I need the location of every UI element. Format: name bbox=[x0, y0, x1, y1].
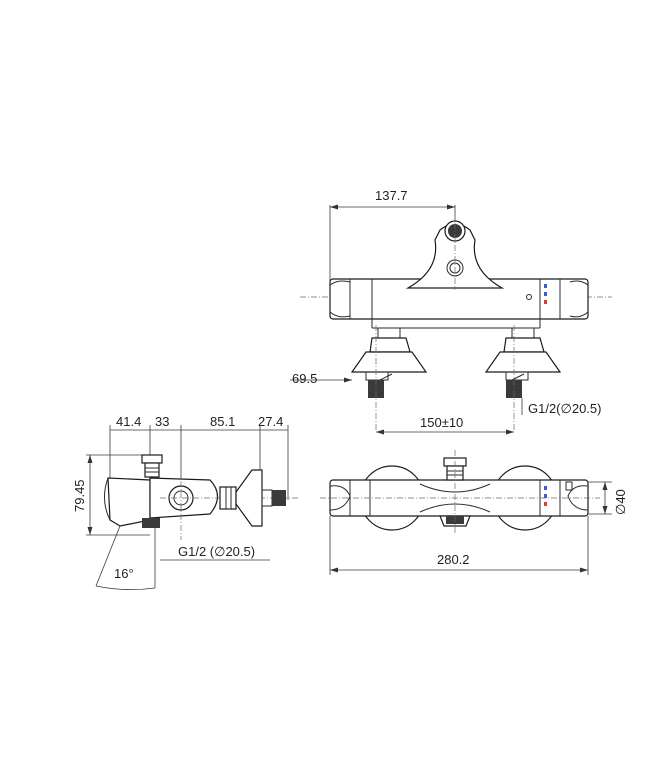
side-wall-thread bbox=[272, 490, 286, 506]
dim-side-27-4: 27.4 bbox=[258, 414, 283, 429]
dim-side-thread: G1/2 (∅20.5) bbox=[178, 544, 255, 559]
dim-front-diameter: ∅40 bbox=[613, 489, 628, 515]
dim-front-length: 280.2 bbox=[437, 552, 470, 567]
side-view: 41.4 33 85.1 27.4 79.45 bbox=[72, 414, 300, 590]
hot-mark bbox=[544, 300, 547, 304]
dim-side-85-1: 85.1 bbox=[210, 414, 235, 429]
dim-side-angle: 16° bbox=[114, 566, 134, 581]
dim-foot-diameter: 69.5 bbox=[292, 371, 317, 386]
dim-top-width: 137.7 bbox=[375, 188, 408, 203]
top-view: 137.7 bbox=[290, 188, 612, 435]
side-bottom-thread bbox=[142, 518, 160, 528]
dim-side-height: 79.45 bbox=[72, 479, 87, 512]
cold-mark bbox=[544, 284, 547, 288]
front-view: ∅40 280.2 bbox=[320, 450, 628, 575]
dim-side-41-4: 41.4 bbox=[116, 414, 141, 429]
dim-thread-right: G1/2(∅20.5) bbox=[528, 401, 601, 416]
dim-side-33: 33 bbox=[155, 414, 169, 429]
dim-spacing: 150±10 bbox=[420, 415, 463, 430]
